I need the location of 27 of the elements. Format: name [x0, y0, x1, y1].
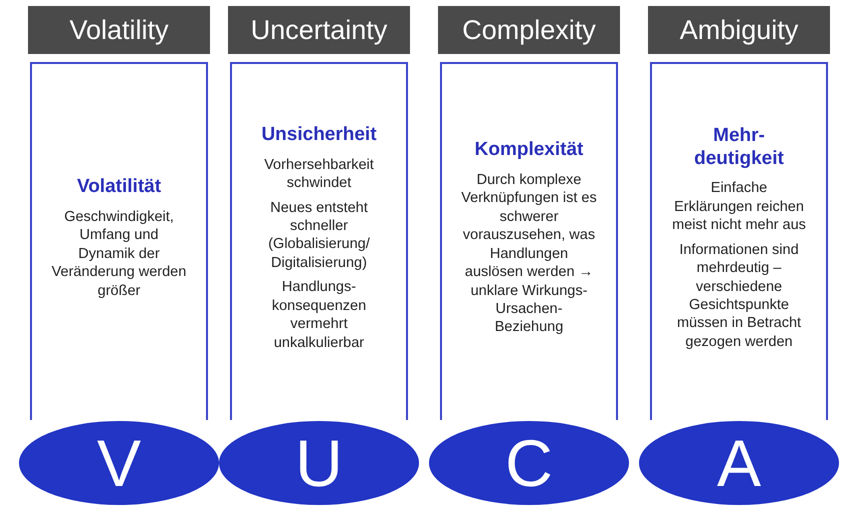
- body-text: Neues entsteht schneller (Globalisierung/ Digitalisierung): [267, 198, 371, 272]
- header-bar: [438, 6, 620, 54]
- panel-heading: Volatilität: [76, 176, 162, 199]
- panel-heading: Unsicherheit: [260, 124, 378, 147]
- body-text: Durch komplexe Verknüpfungen ist es schwerer vorauszusehen, was Handlungen auslösen werden → unklare Wirkungs- Ursachen- Beziehung: [460, 171, 598, 337]
- header-bar: [28, 6, 210, 54]
- body-text: Einfache Erklärungen reichen meist nicht mehr aus: [671, 179, 807, 235]
- letter: U: [295, 430, 343, 496]
- body-text: Geschwindigkeit, Umfang und Dynamik der Veränderung werden größer: [50, 208, 188, 300]
- column-title: Volatility: [69, 14, 169, 46]
- text-panel: [440, 62, 618, 420]
- letter: C: [505, 430, 553, 496]
- text-panel: [30, 62, 208, 420]
- text-panel: [230, 62, 408, 420]
- body-text: Handlungs- konsequenzen vermehrt unkalkulierbar: [270, 278, 368, 352]
- header-bar: [648, 6, 830, 54]
- text-panel: [650, 62, 828, 420]
- letter: V: [96, 430, 142, 496]
- column-title: Ambiguity: [680, 14, 798, 46]
- panel-heading: Mehr- deutigkeit: [693, 124, 785, 170]
- body-text: Informationen sind mehrdeutig – verschiedene Gesichtspunkte müssen in Betracht gezogen werden: [676, 240, 802, 352]
- column-title: Uncertainty: [250, 14, 388, 46]
- header-bar: [228, 6, 410, 54]
- column-title: Complexity: [462, 14, 596, 46]
- body-text: Vorhersehbarkeit schwindet: [263, 156, 375, 193]
- panel-heading: Komplexität: [474, 139, 584, 162]
- letter: A: [716, 430, 762, 496]
